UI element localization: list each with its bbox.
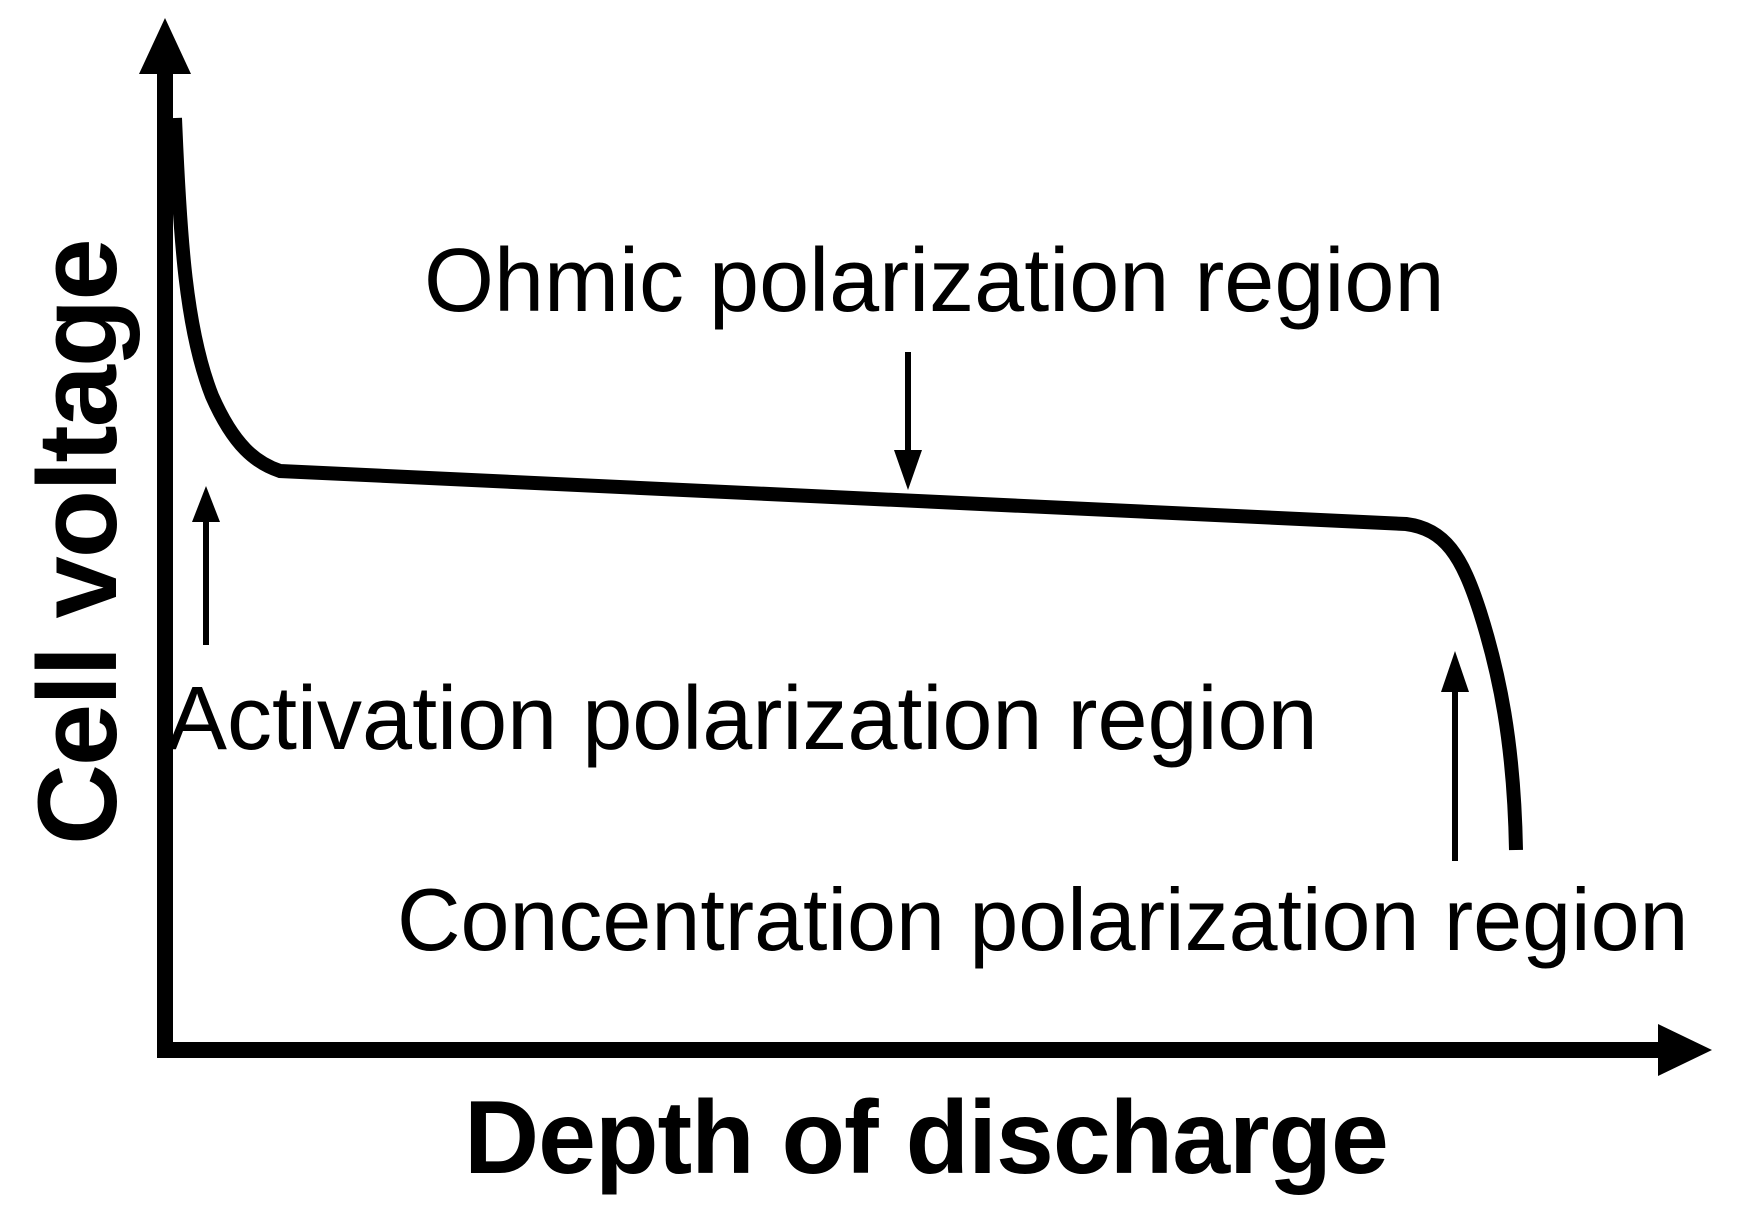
y-axis [139,18,191,1058]
y-axis-arrowhead-icon [139,18,191,74]
x-axis [157,1024,1712,1076]
y-axis-title: Cell voltage [15,240,140,845]
discharge-curve [168,117,1523,851]
concentration-region-label: Concentration polarization region [397,870,1689,969]
ohmic-down-arrow-icon [894,352,922,490]
activation-up-arrow-icon [192,486,220,645]
activation-region-label: Activation polarization region [167,669,1318,769]
x-axis-arrowhead-icon [1658,1024,1712,1076]
ohmic-region-label: Ohmic polarization region [424,231,1445,331]
x-axis-title: Depth of discharge [464,1080,1389,1196]
concentration-up-arrow-icon [1441,651,1469,861]
